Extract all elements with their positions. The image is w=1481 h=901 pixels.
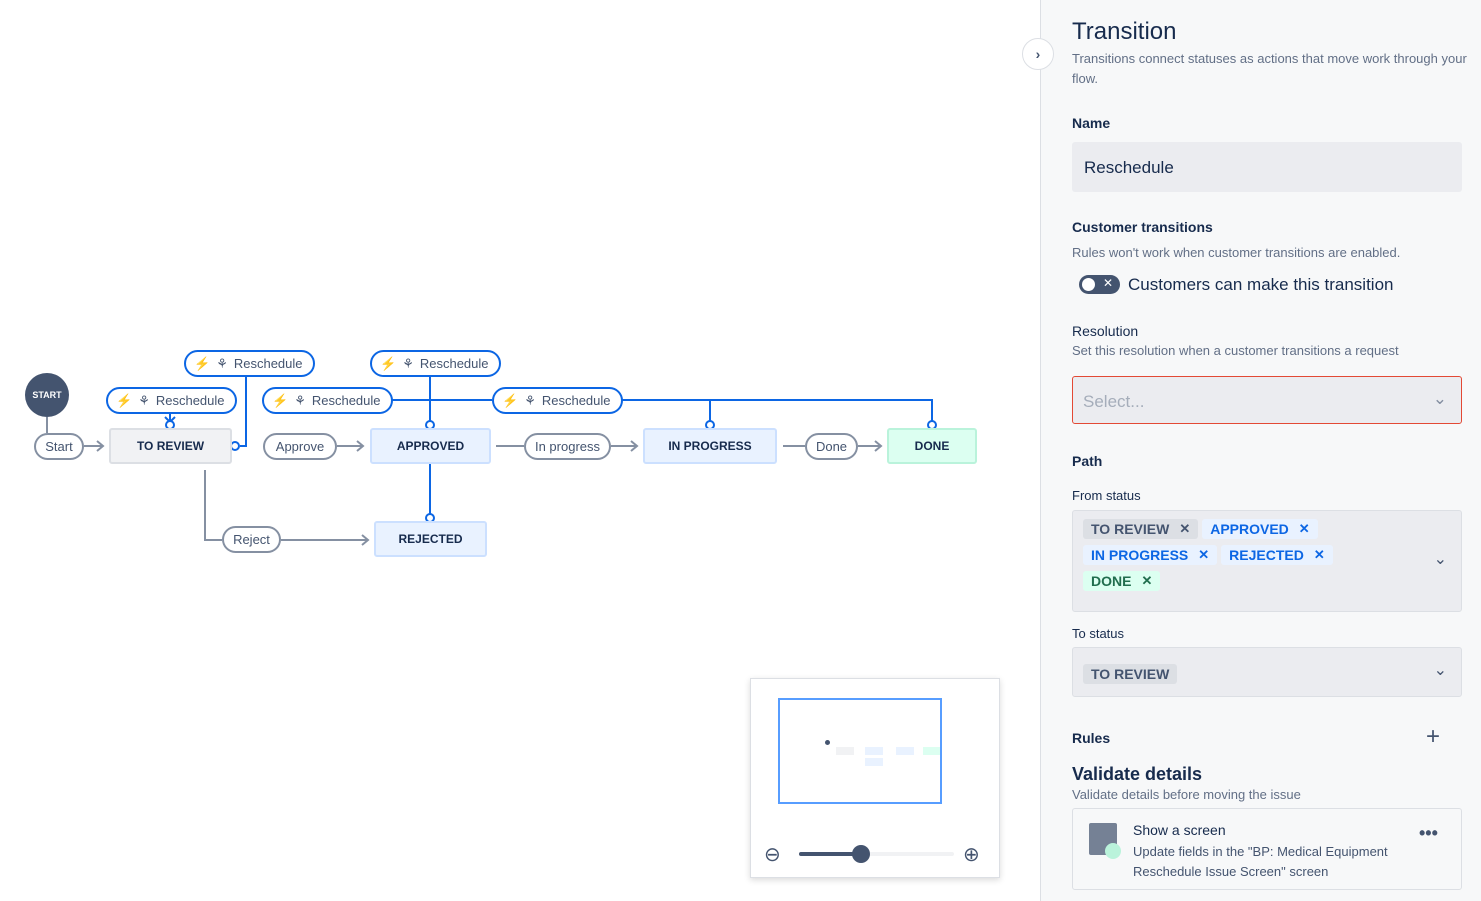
minimap-node <box>836 747 854 755</box>
minimap[interactable]: ⊖ ⊕ <box>750 678 1000 878</box>
resolution-label: Resolution <box>1072 323 1139 339</box>
minimap-node <box>865 758 883 766</box>
tag-to-review: TO REVIEW✕ <box>1083 519 1199 539</box>
transition-start[interactable]: Start <box>34 433 84 460</box>
status-approved[interactable]: APPROVED <box>370 428 491 464</box>
transition-reschedule-selected[interactable]: ⚡⚘Reschedule <box>492 387 623 414</box>
transition-reschedule[interactable]: ⚡⚘Reschedule <box>106 387 237 414</box>
remove-icon[interactable]: ✕ <box>1298 521 1310 536</box>
minimap-node <box>896 747 914 755</box>
remove-icon[interactable]: ✕ <box>1313 547 1325 562</box>
minimap-node <box>865 747 883 755</box>
bolt-icon: ⚡ <box>194 355 211 371</box>
panel-title: Transition <box>1072 18 1177 45</box>
path-title: Path <box>1072 453 1103 469</box>
transition-approve[interactable]: Approve <box>263 433 337 460</box>
status-rejected[interactable]: REJECTED <box>374 521 487 557</box>
branch-icon: ⚘ <box>402 355 414 371</box>
name-label: Name <box>1072 115 1111 131</box>
validate-title: Validate details <box>1072 764 1203 784</box>
to-status-select[interactable]: TO REVIEW⌄ <box>1072 647 1462 697</box>
bolt-icon: ⚡ <box>272 392 289 408</box>
panel-description: Transitions connect statuses as actions … <box>1072 51 1467 86</box>
rule-desc: Update fields in the "BP: Medical Equipm… <box>1133 844 1388 879</box>
bolt-icon: ⚡ <box>116 392 133 408</box>
transition-reschedule[interactable]: ⚡⚘Reschedule <box>184 350 315 377</box>
transition-reject[interactable]: Reject <box>222 526 281 553</box>
more-icon[interactable]: ••• <box>1419 823 1438 843</box>
validate-desc: Validate details before moving the issue <box>1072 787 1301 802</box>
zoom-slider[interactable] <box>799 845 954 863</box>
tag-rejected: REJECTED✕ <box>1221 545 1333 565</box>
customer-transitions-title: Customer transitions <box>1072 219 1213 235</box>
transition-in-progress[interactable]: In progress <box>524 433 611 460</box>
transition-reschedule[interactable]: ⚡⚘Reschedule <box>370 350 501 377</box>
add-rule-icon[interactable]: + <box>1426 723 1441 750</box>
bolt-icon: ⚡ <box>380 355 397 371</box>
branch-icon: ⚘ <box>138 392 150 408</box>
tag-approved: APPROVED✕ <box>1202 519 1318 539</box>
name-input[interactable]: Reschedule <box>1072 142 1462 192</box>
rule-card[interactable]: Show a screen Update fields in the "BP: … <box>1072 808 1462 890</box>
remove-icon[interactable]: ✕ <box>1198 547 1210 562</box>
transition-reschedule[interactable]: ⚡⚘Reschedule <box>262 387 393 414</box>
chevron-down-icon[interactable]: ⌄ <box>1433 551 1447 568</box>
from-status-label: From status <box>1072 488 1141 503</box>
minimap-viewport[interactable] <box>778 698 942 804</box>
customer-toggle-label: Customers can make this transition <box>1128 275 1394 294</box>
chevron-down-icon: ⌄ <box>1432 389 1447 408</box>
customer-transitions-desc: Rules won't work when customer transitio… <box>1072 245 1401 260</box>
remove-icon[interactable]: ✕ <box>1179 521 1191 536</box>
resolution-select[interactable]: Select...⌄ <box>1072 376 1462 424</box>
rule-title: Show a screen <box>1133 822 1226 838</box>
customer-toggle[interactable]: ✕ <box>1079 275 1120 294</box>
screen-icon <box>1089 823 1121 859</box>
minimap-start <box>825 740 830 745</box>
from-status-select[interactable]: TO REVIEW✕APPROVED✕ IN PROGRESS✕REJECTED… <box>1072 510 1462 612</box>
rules-title: Rules <box>1072 730 1111 746</box>
start-node[interactable]: START <box>25 373 69 417</box>
status-done[interactable]: DONE <box>887 428 977 464</box>
to-status-label: To status <box>1072 626 1125 641</box>
status-in-progress[interactable]: IN PROGRESS <box>643 428 777 464</box>
branch-icon: ⚘ <box>294 392 306 408</box>
tag-done: DONE✕ <box>1083 571 1161 591</box>
transition-done[interactable]: Done <box>805 433 858 460</box>
branch-icon: ⚘ <box>524 392 536 408</box>
resolution-desc: Set this resolution when a customer tran… <box>1072 343 1399 358</box>
collapse-panel-button[interactable]: › <box>1022 38 1054 70</box>
zoom-out-icon[interactable]: ⊖ <box>764 844 781 866</box>
zoom-in-icon[interactable]: ⊕ <box>963 844 980 866</box>
minimap-node <box>923 747 940 755</box>
chevron-down-icon: ⌄ <box>1433 662 1447 679</box>
remove-icon[interactable]: ✕ <box>1141 573 1153 588</box>
tag-in-progress: IN PROGRESS✕ <box>1083 545 1218 565</box>
bolt-icon: ⚡ <box>502 392 519 408</box>
status-to-review[interactable]: TO REVIEW <box>109 428 232 464</box>
branch-icon: ⚘ <box>216 355 228 371</box>
transition-panel: Transition Transitions connect statuses … <box>1040 0 1481 901</box>
